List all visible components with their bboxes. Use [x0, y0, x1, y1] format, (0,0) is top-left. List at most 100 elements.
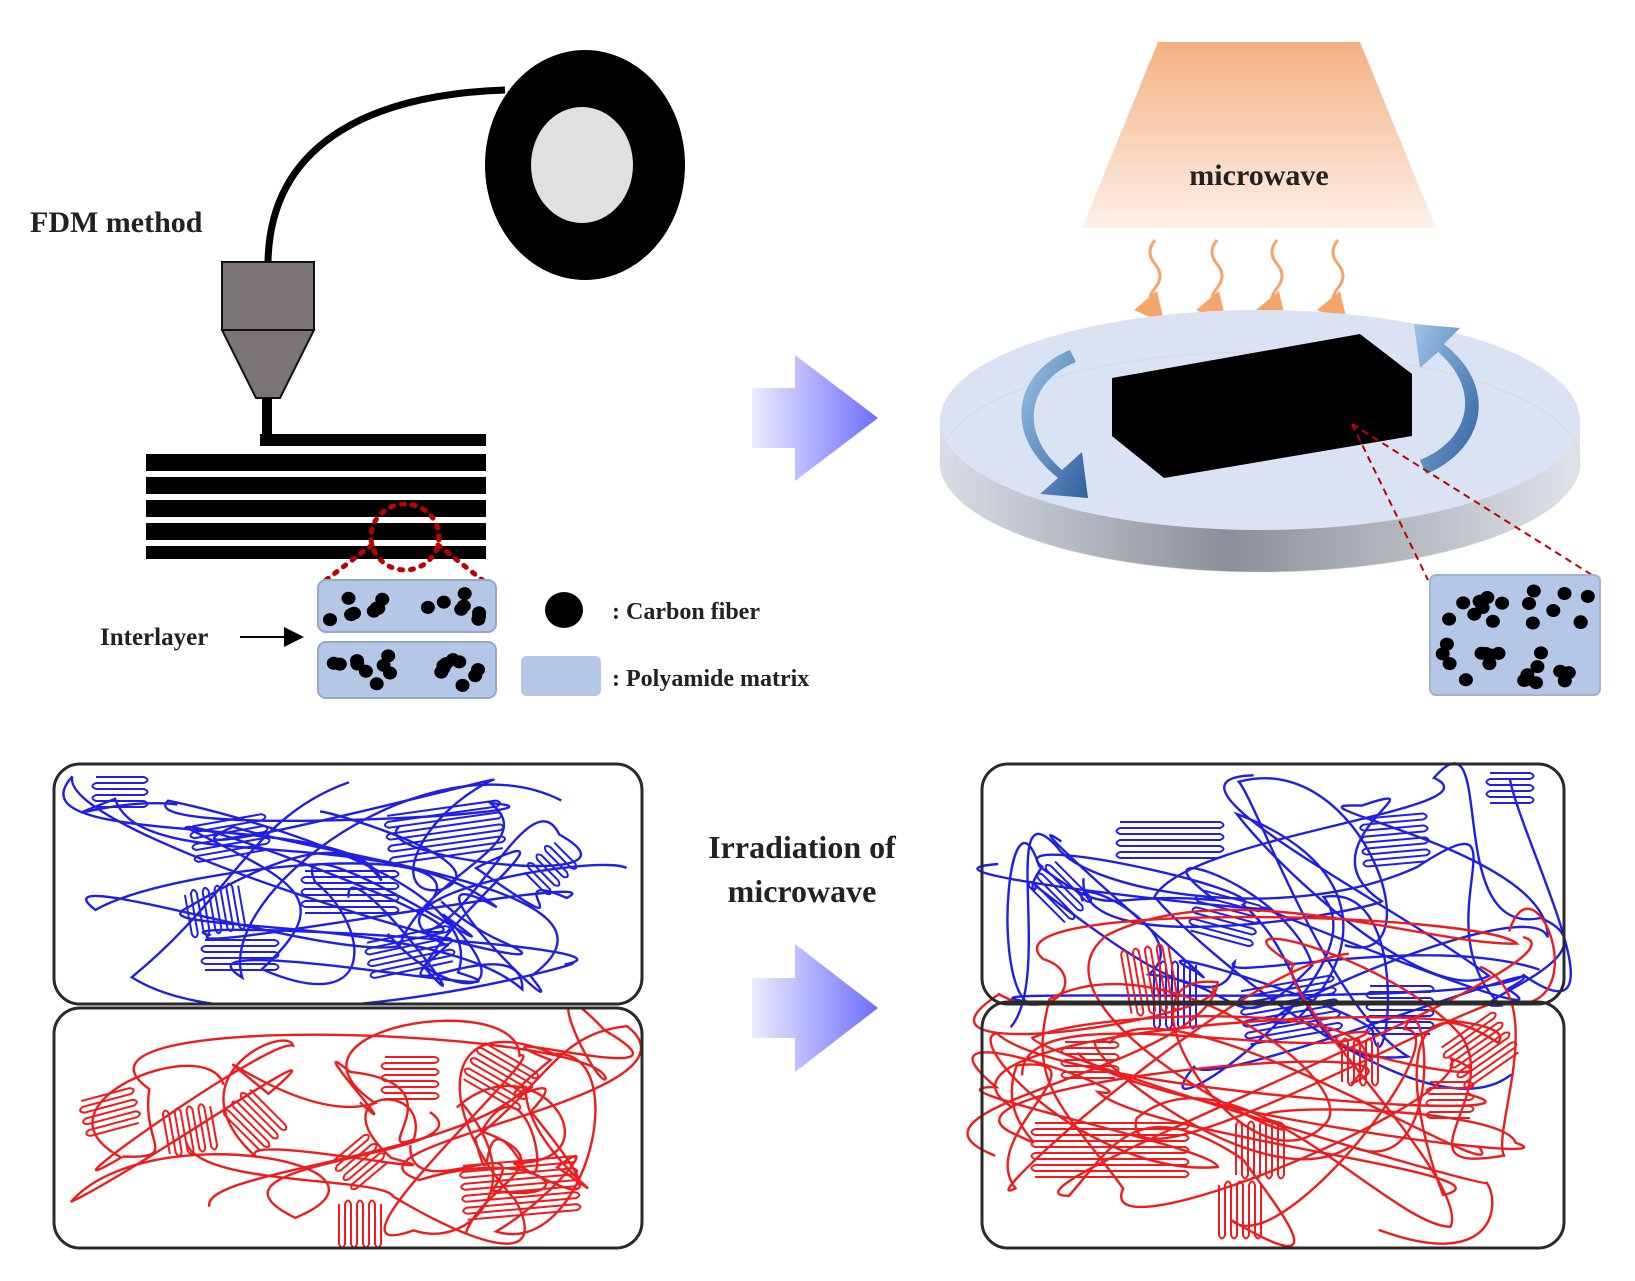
- crystalline-lamella: [1485, 772, 1535, 804]
- carbon-fiber-dot: [1573, 616, 1588, 629]
- sample-zoom-lines: [1351, 423, 1601, 581]
- filament-spool-icon: [485, 50, 685, 280]
- interlayer-label: Interlayer: [100, 624, 208, 651]
- carbon-fiber-dot: [347, 606, 361, 620]
- polymer-chains-after: [966, 762, 1572, 1250]
- carbon-fiber-dot: [1526, 584, 1541, 598]
- legend-carbon-fiber-label: : Carbon fiber: [612, 599, 760, 625]
- extruder-nozzle-icon: [220, 261, 316, 434]
- crystalline-lamella: [1030, 1122, 1190, 1178]
- carbon-fiber-dot: [1534, 646, 1548, 660]
- crystalline-lamella: [463, 1041, 540, 1111]
- crystalline-lamella: [1120, 943, 1180, 1017]
- curved-rotation-arrow-icon: [1414, 324, 1479, 474]
- carbon-fiber-dot: [455, 678, 470, 692]
- block-right-arrow-icon: [752, 944, 878, 1072]
- polymer-chains-before: [52, 762, 644, 1250]
- legend-polyamide-label: : Polyamide matrix: [612, 666, 809, 692]
- crystalline-lamella: [383, 799, 507, 865]
- layer-frame-top-before: [52, 762, 644, 1006]
- layer-frame-top-after: [980, 762, 1566, 1006]
- carbon-fiber-dot: [1520, 668, 1535, 682]
- carbon-fiber-dot: [1561, 666, 1576, 680]
- fdm-method-label: FDM method: [30, 206, 203, 239]
- crystalline-lamella: [79, 1087, 141, 1137]
- crystalline-lamella: [364, 925, 456, 979]
- carbon-fiber-dots-right: [1435, 584, 1595, 690]
- carbon-fiber-dot: [1525, 616, 1540, 630]
- carbon-fiber-dot: [1479, 647, 1493, 660]
- polymer-chain: [1082, 774, 1549, 1025]
- carbon-fiber-dot: [1442, 657, 1457, 671]
- carbon-fiber-dot: [436, 595, 451, 609]
- carbon-fiber-dot: [1522, 597, 1536, 610]
- crystalline-lamella: [332, 1133, 388, 1191]
- crystalline-lamella: [91, 776, 149, 808]
- polymer-chain: [85, 783, 562, 984]
- carbon-fiber-dot: [420, 600, 435, 614]
- carbon-fiber-dot: [452, 655, 467, 669]
- carbon-fiber-dot: [1435, 647, 1450, 661]
- polymer-chain: [129, 781, 579, 1004]
- irradiation-label-line2: microwave: [728, 873, 877, 909]
- carbon-fiber-dot: [369, 677, 384, 691]
- carbon-fiber-dot: [323, 613, 337, 627]
- microwave-wave-arrows: [1133, 239, 1348, 324]
- filament-line: [264, 86, 506, 263]
- carbon-fiber-dot: [1439, 637, 1454, 651]
- carbon-fiber-dot: [1472, 594, 1487, 608]
- carbon-fiber-dot: [1557, 587, 1572, 600]
- crystalline-lamella: [1218, 1180, 1262, 1240]
- crystalline-lamella: [1341, 1037, 1379, 1087]
- carbon-fiber-dot: [350, 654, 364, 668]
- crystalline-lamella: [222, 1088, 288, 1152]
- carbon-fiber-dot: [1456, 596, 1471, 610]
- printed-sample-block: [1112, 334, 1412, 478]
- carbon-fiber-dot: [454, 602, 469, 616]
- polymer-chain: [998, 952, 1494, 1245]
- carbon-fiber-dots-left: [323, 587, 487, 692]
- carbon-fiber-dot: [1467, 607, 1482, 621]
- crystalline-lamella: [459, 1155, 582, 1221]
- crystalline-lamella: [1115, 821, 1225, 859]
- crystalline-lamella: [161, 1103, 219, 1157]
- polymer-chain: [184, 820, 583, 986]
- polymer-chain: [966, 980, 1472, 1209]
- sample-zoom-box: [1429, 574, 1601, 696]
- carbon-fiber-dot: [358, 664, 373, 678]
- crystalline-lamella: [189, 813, 271, 863]
- crystalline-lamella: [380, 1056, 440, 1100]
- legend-polyamide-swatch: [521, 656, 601, 696]
- carbon-fiber-dot: [1495, 596, 1510, 610]
- carbon-fiber-dot: [1485, 614, 1500, 628]
- printed-layers: [146, 434, 486, 559]
- curved-rotation-arrow-icon: [1021, 350, 1088, 498]
- crystalline-lamella: [300, 870, 400, 914]
- fdm-printer-group: FDM method Interlayer: [30, 50, 685, 699]
- crystalline-lamella: [1027, 860, 1093, 924]
- layer-frame-bottom-after: [980, 1000, 1566, 1250]
- legend-carbon-fiber-swatch: [545, 592, 583, 628]
- block-right-arrow-icon: [752, 355, 878, 481]
- polymer-chain: [91, 1039, 417, 1172]
- carbon-fiber-dot: [471, 612, 486, 626]
- carbon-fiber-dot: [1529, 676, 1543, 690]
- polymer-chain: [80, 778, 559, 993]
- carbon-fiber-dot: [1482, 657, 1497, 671]
- interlayer-box-top: [317, 579, 497, 633]
- legend: : Carbon fiber : Polyamide matrix: [521, 592, 809, 696]
- carbon-fiber-dot: [366, 604, 381, 618]
- microwave-source: [1082, 42, 1436, 228]
- carbon-fiber-dot: [1458, 673, 1473, 687]
- carbon-fiber-dot: [1580, 589, 1595, 603]
- polymer-chain: [62, 775, 628, 992]
- crystalline-lamella: [183, 882, 247, 939]
- crystalline-lamella: [1235, 1120, 1285, 1180]
- carbon-fiber-dot: [457, 587, 472, 601]
- zoom-indicator: [319, 501, 489, 586]
- carbon-fiber-dot: [434, 665, 449, 679]
- crystalline-lamella: [523, 841, 578, 896]
- carbon-fiber-dot: [341, 591, 356, 605]
- microwave-label: microwave: [1189, 159, 1328, 192]
